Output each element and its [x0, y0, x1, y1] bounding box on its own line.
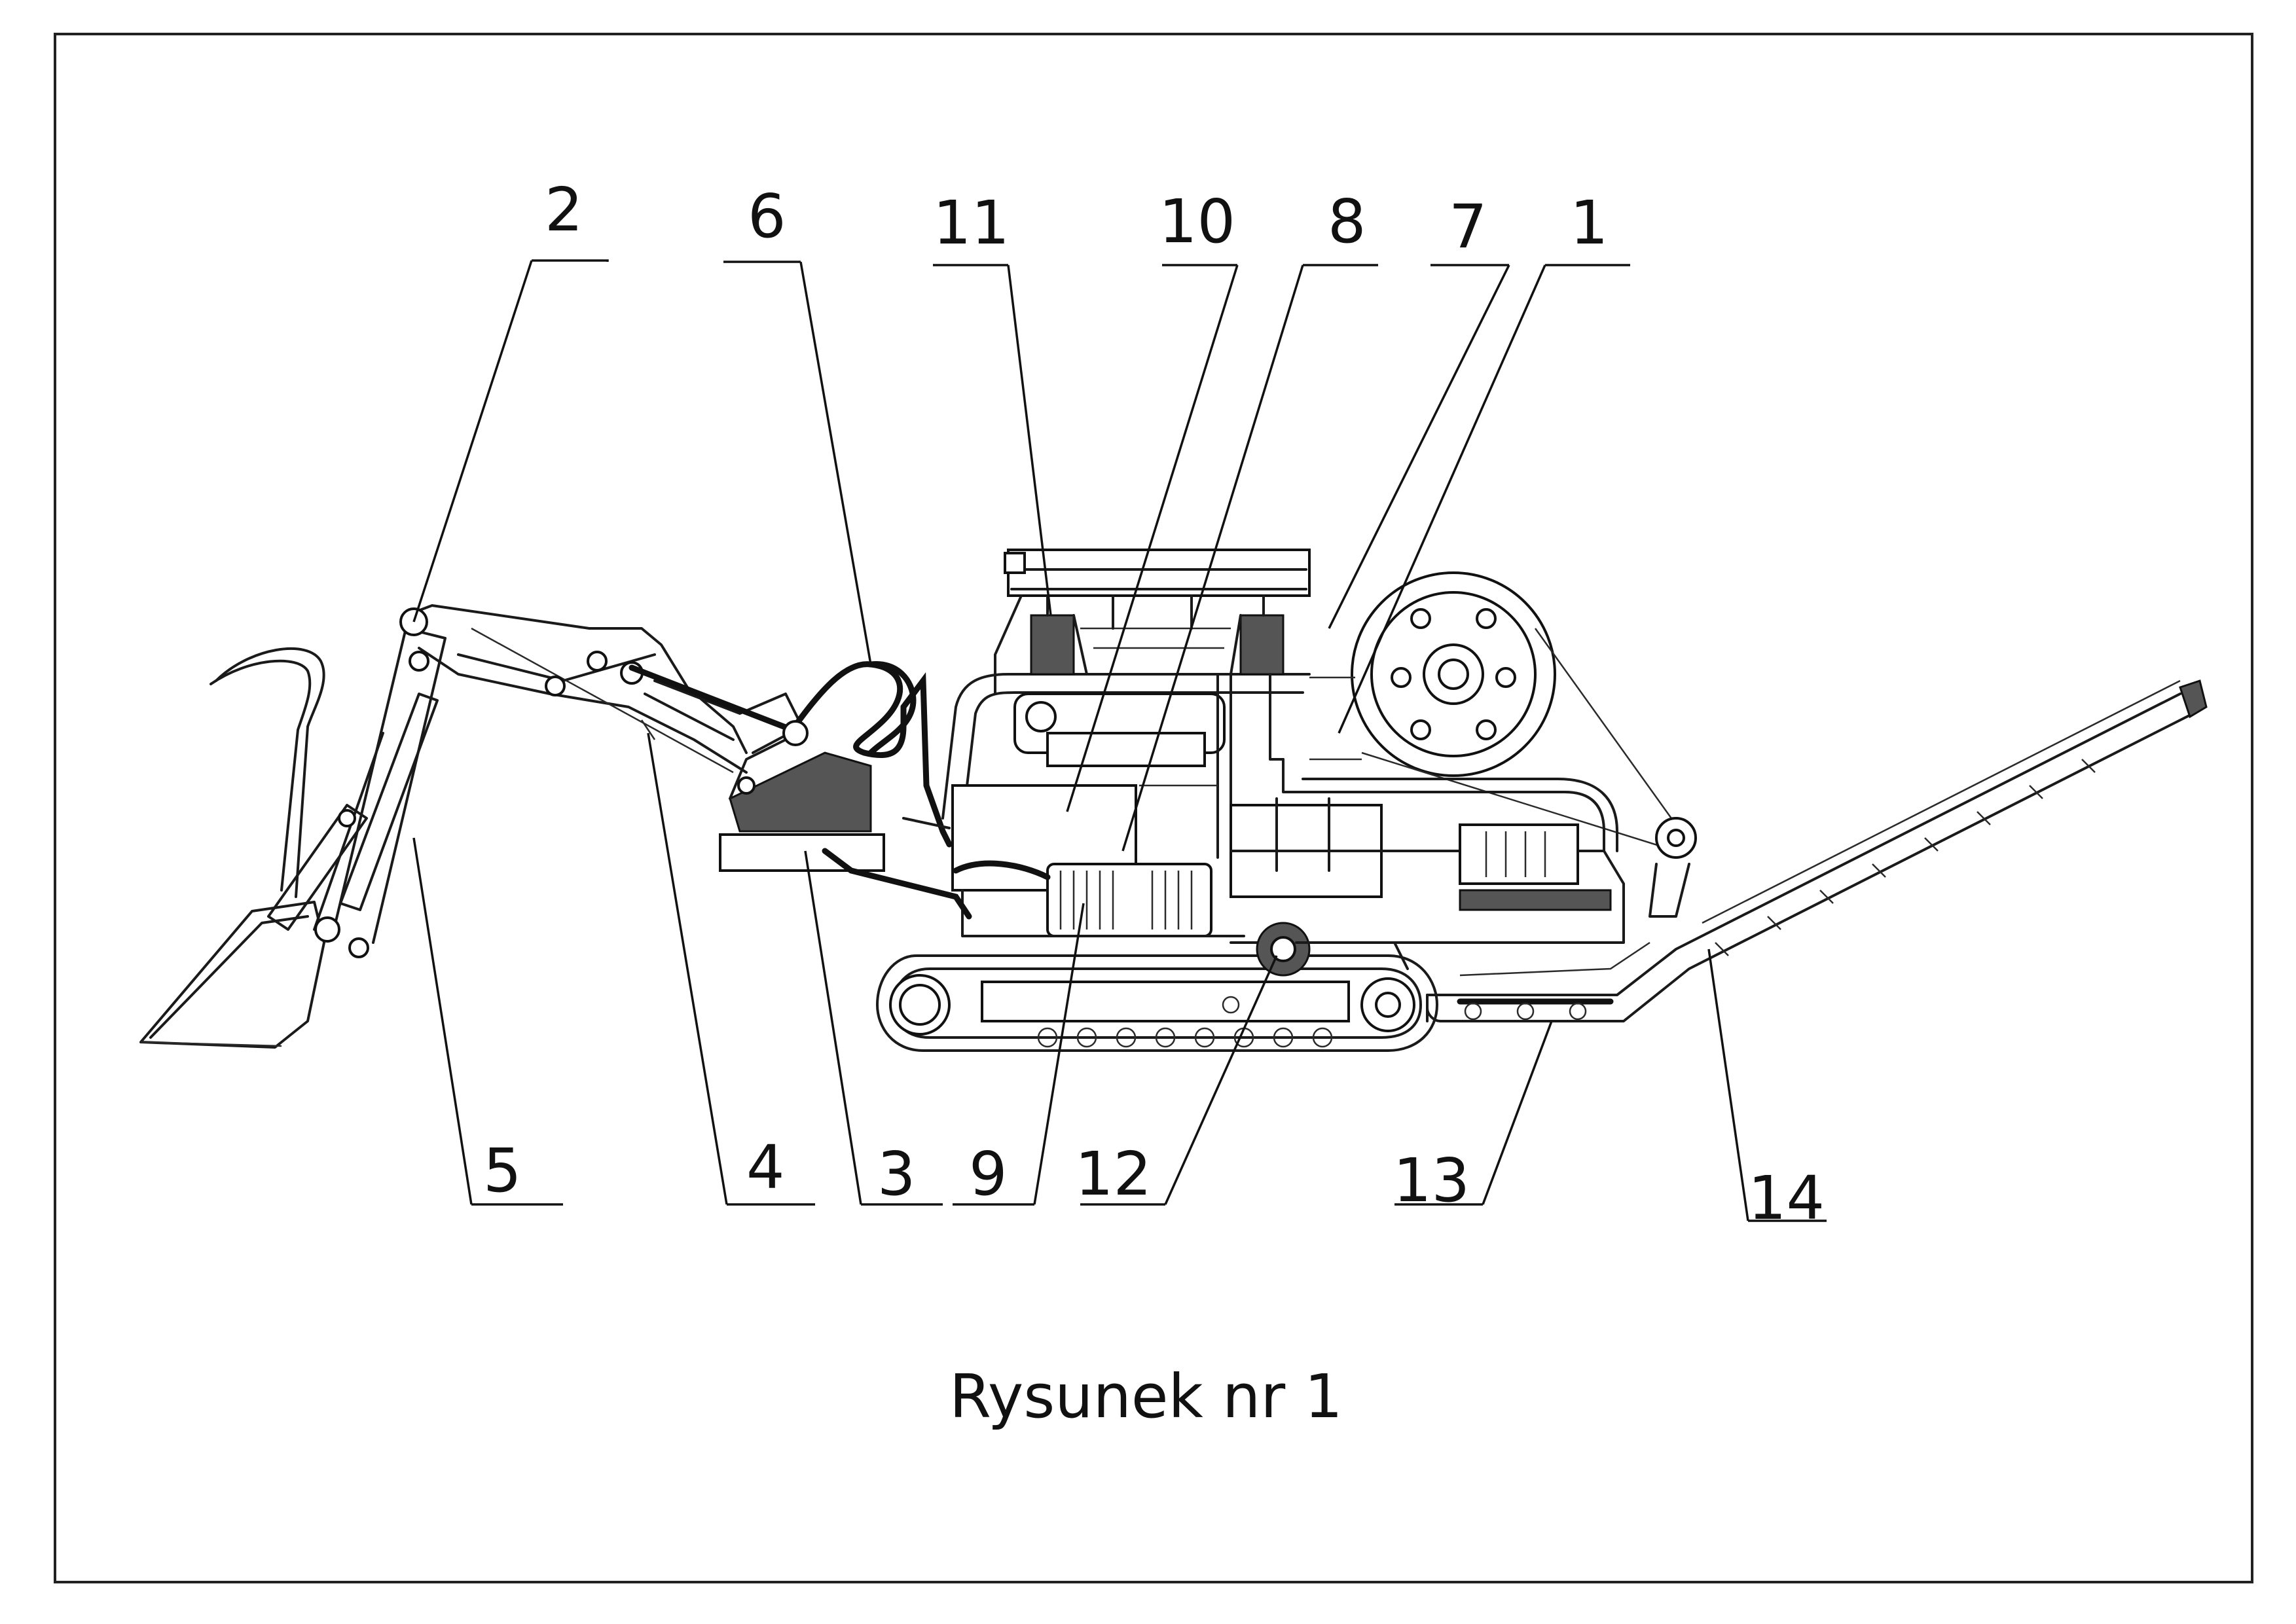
figure-caption: Rysunek nr 1 — [949, 1362, 1343, 1432]
crawler-tracks — [876, 922, 1438, 1052]
label-14: 14 — [1748, 1163, 1825, 1233]
label-4: 4 — [746, 1132, 785, 1202]
label-11: 11 — [933, 188, 1010, 258]
discharge-conveyor — [1426, 679, 2208, 1022]
label-1: 1 — [1570, 188, 1609, 258]
label-8: 8 — [1328, 187, 1366, 257]
label-7: 7 — [1449, 192, 1487, 262]
label-5: 5 — [483, 1136, 522, 1206]
label-10: 10 — [1159, 187, 1235, 257]
label-13: 13 — [1393, 1146, 1470, 1216]
label-6: 6 — [748, 181, 786, 251]
leader-lines — [412, 259, 1827, 1222]
bucket-arm — [139, 604, 917, 1049]
label-9: 9 — [969, 1139, 1008, 1209]
label-12: 12 — [1075, 1139, 1152, 1209]
label-3: 3 — [877, 1139, 916, 1209]
part-labels: 2 6 11 10 8 7 1 5 4 3 9 12 13 14 — [483, 175, 1825, 1233]
machine-body — [822, 549, 1697, 944]
label-2: 2 — [545, 175, 583, 245]
page-border — [54, 33, 2253, 1583]
